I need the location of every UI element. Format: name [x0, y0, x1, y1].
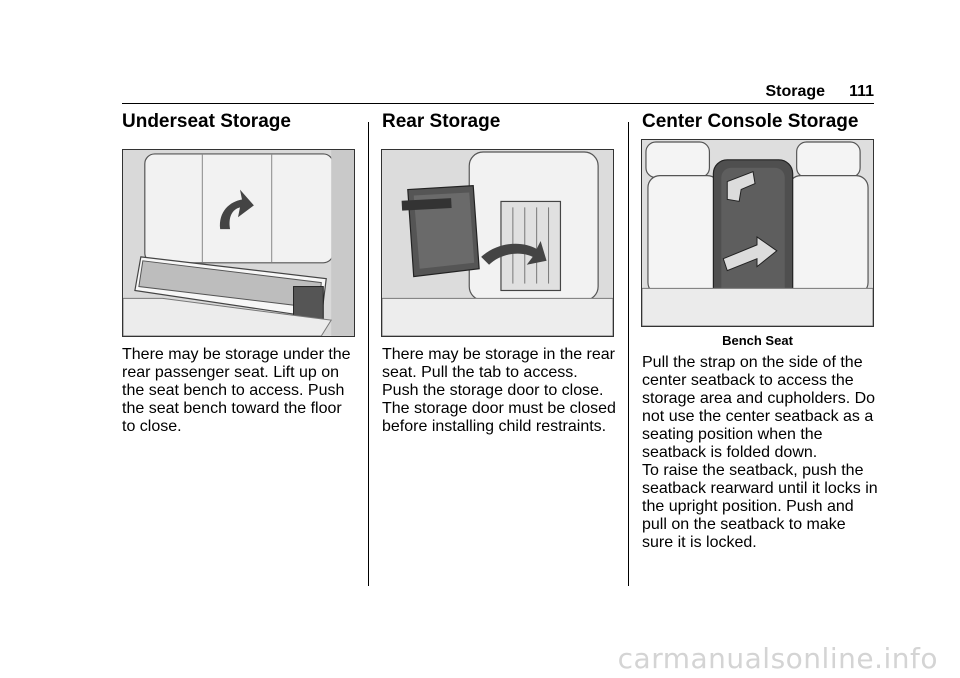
paragraph: Push the storage door to close. The stor…: [382, 382, 616, 435]
column-rear-storage: Rear Storage: [382, 110, 616, 134]
rear-storage-body: There may be storage in the rear seat. P…: [382, 346, 618, 436]
column-center-console: Center Console Storage: [642, 110, 882, 134]
paragraph: There may be storage in the rear seat. P…: [382, 346, 616, 381]
section-title-rear: Rear Storage: [382, 111, 501, 132]
section-name: Storage: [765, 83, 826, 100]
column-underseat-storage: Underseat Storage: [122, 110, 356, 134]
center-console-body: Pull the strap on the side of the center…: [642, 354, 878, 552]
underseat-storage-illustration: [122, 149, 355, 337]
figure-caption: Bench Seat: [722, 333, 793, 348]
paragraph: Pull the strap on the side of the center…: [642, 354, 876, 461]
section-title-center-console: Center Console Storage: [642, 111, 859, 132]
section-title-underseat: Underseat Storage: [122, 111, 291, 132]
underseat-body: There may be storage under the rear pass…: [122, 346, 358, 436]
paragraph: To raise the seatback, push the seatback…: [642, 462, 878, 551]
column-divider-1: [368, 122, 369, 586]
paragraph: There may be storage under the rear pass…: [122, 346, 351, 435]
header-rule: [122, 103, 874, 104]
running-head: Storage 111: [0, 83, 874, 101]
center-console-illustration: [641, 139, 874, 327]
column-divider-2: [628, 122, 629, 586]
rear-storage-illustration: [381, 149, 614, 337]
page-number: 111: [849, 83, 874, 100]
watermark: carmanualsonline.info: [617, 642, 938, 675]
